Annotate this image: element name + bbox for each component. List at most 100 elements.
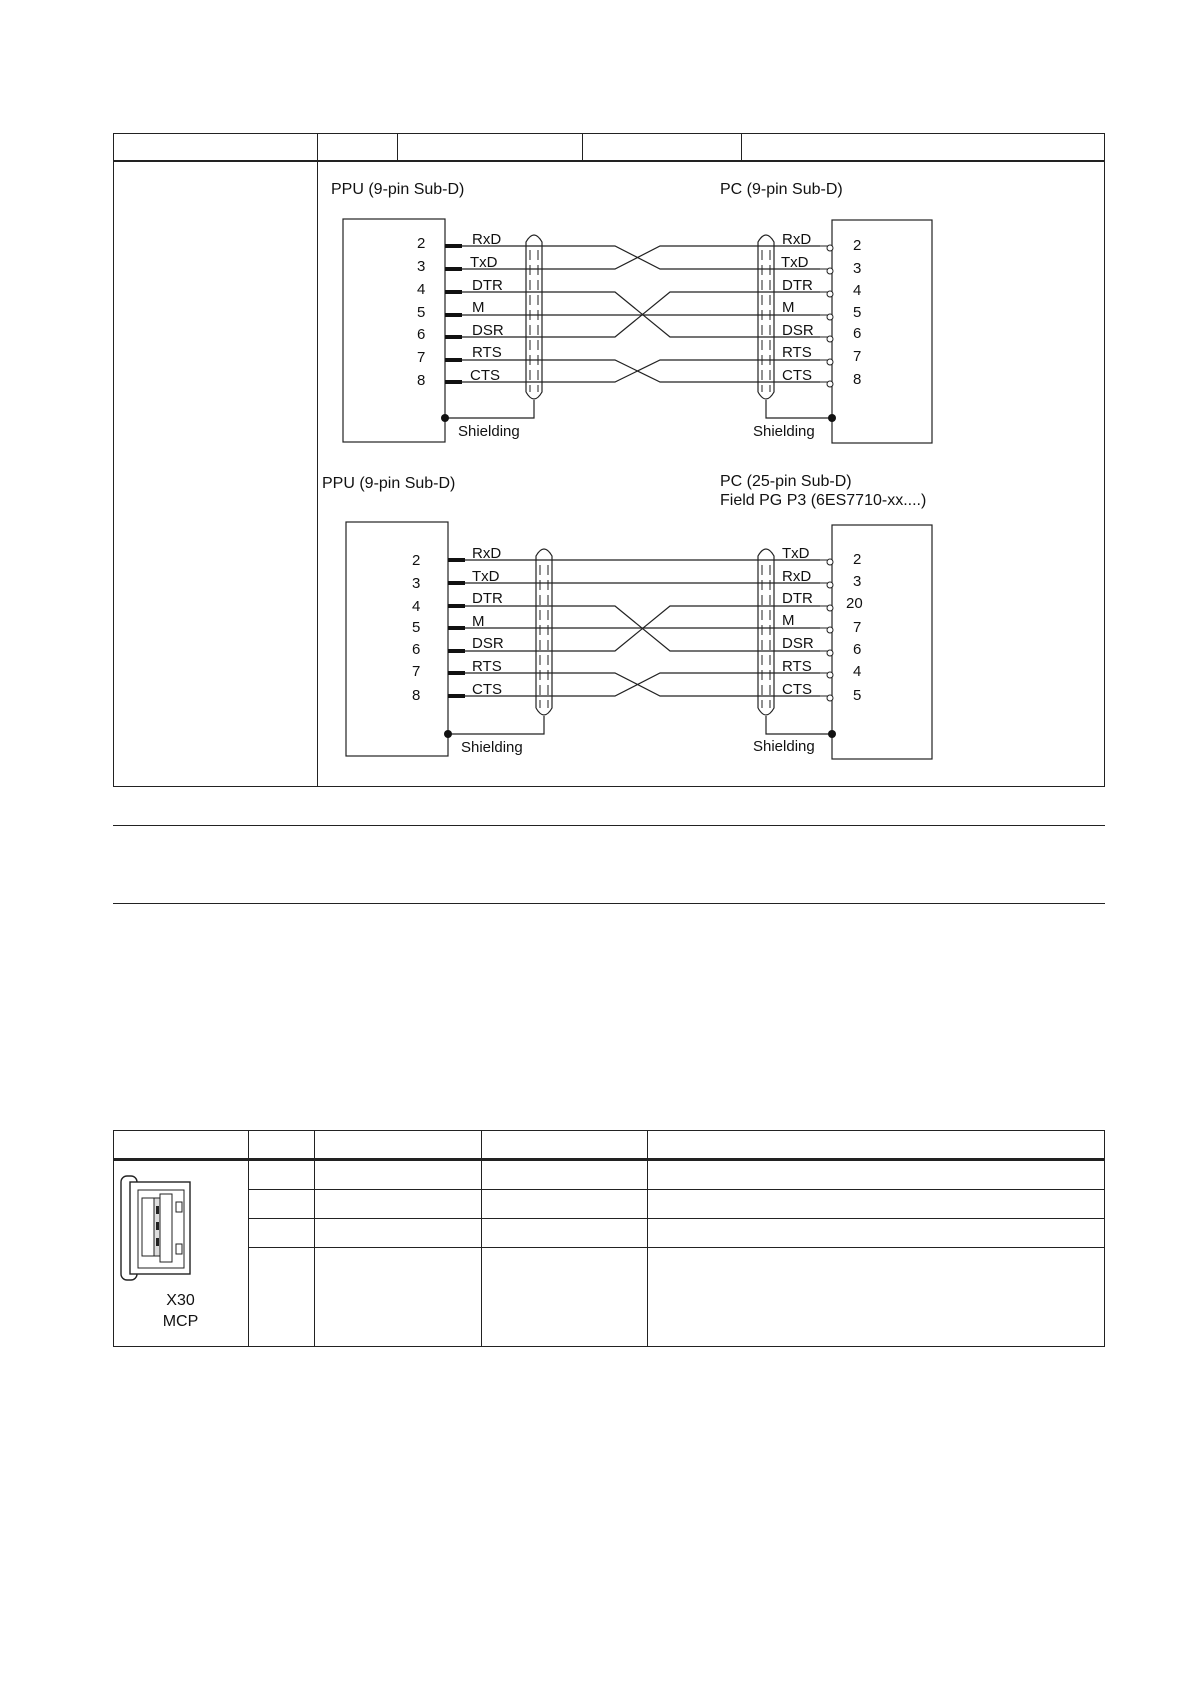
table1-col-divider (741, 133, 742, 161)
diagram1-shield-ground (445, 400, 832, 419)
table2-col-divider (314, 1130, 315, 1347)
signal-label: M (782, 612, 795, 629)
diagram1-shield-dashes (529, 250, 771, 392)
diagram2-right-pins: 2 3 20 7 6 4 5 (846, 551, 863, 704)
table2-col-divider (481, 1130, 482, 1347)
diagram2-left-pins: 2 3 4 5 6 7 8 (412, 552, 420, 704)
diagram2-right-terminals (820, 558, 834, 702)
diagram1-left-pins: 2 3 4 5 6 7 8 (417, 235, 425, 389)
diagram1-wires (462, 245, 820, 383)
signal-label: RxD (782, 231, 811, 248)
pin-label: 6 (853, 325, 861, 342)
table2-row-divider (248, 1218, 1105, 1219)
signal-label: DTR (782, 590, 813, 607)
pin-label: 5 (417, 304, 425, 321)
pin-label: 4 (853, 282, 861, 299)
signal-label: M (782, 299, 795, 316)
signal-label: RTS (782, 658, 812, 675)
diagram2-right-shield-label: Shielding (753, 738, 815, 755)
signal-label: RxD (782, 568, 811, 585)
table1-col-divider (397, 133, 398, 161)
diagram1-left-title: PPU (9-pin Sub-D) (331, 181, 464, 198)
table2-header-rule (113, 1158, 1105, 1161)
connector-label: X30 MCP (113, 1290, 248, 1332)
pin-label: 2 (412, 552, 420, 569)
wiring-diagrams: PPU (9-pin Sub-D) PC (9-pin Sub-D) 2 3 4… (322, 181, 933, 760)
signal-label: CTS (782, 367, 812, 384)
pin-label: 4 (853, 663, 861, 680)
signal-label: TxD (470, 254, 498, 271)
diagram2-right-signals: TxD RxD DTR M DSR RTS CTS (782, 545, 814, 698)
pin-label: 2 (853, 237, 861, 254)
signal-label: CTS (470, 367, 500, 384)
signal-label: RxD (472, 545, 501, 562)
diagram2-left-title: PPU (9-pin Sub-D) (322, 475, 455, 492)
diagram2-right-title-line1: PC (25-pin Sub-D) (720, 473, 852, 490)
signal-label: TxD (781, 254, 809, 271)
signal-label: RTS (782, 344, 812, 361)
signal-label: RTS (472, 658, 502, 675)
signal-label: DTR (782, 277, 813, 294)
pin-label: 6 (412, 641, 420, 658)
pin-label: 7 (417, 349, 425, 366)
pin-label: 3 (853, 573, 861, 590)
pin-label: 7 (853, 348, 861, 365)
signal-label: DSR (782, 322, 814, 339)
pin-label: 8 (853, 371, 861, 388)
diagram2-cable-shields (535, 548, 775, 716)
signal-label: RxD (472, 231, 501, 248)
signal-label: CTS (782, 681, 812, 698)
table1-col-divider (582, 133, 583, 161)
diagram2-right-ground-dot (828, 730, 836, 738)
signal-label: DSR (472, 322, 504, 339)
signal-label: TxD (472, 568, 500, 585)
diagram2-right-title-line2: Field PG P3 (6ES7710-xx....) (720, 492, 926, 509)
diagram2-shield-ground (448, 716, 832, 735)
diagram2-left-signals: RxD TxD DTR M DSR RTS CTS (472, 545, 504, 698)
table2-col-divider (248, 1130, 249, 1347)
signal-label: DTR (472, 590, 503, 607)
diagram1-left-connector-box (342, 218, 446, 443)
table2-row-divider (248, 1189, 1105, 1190)
diagram2-wires (465, 559, 820, 697)
pin-label: 20 (846, 595, 863, 612)
table2-row-divider (248, 1247, 1105, 1248)
diagram1-right-pins: 2 3 4 5 6 7 8 (853, 237, 861, 388)
diagram1-cable-shields (525, 234, 775, 400)
signal-label: RTS (472, 344, 502, 361)
diagram1-right-terminals (820, 244, 834, 388)
section-rule-top (113, 825, 1105, 826)
diagram1-left-pin-stubs (445, 244, 462, 384)
diagram1-right-title: PC (9-pin Sub-D) (720, 181, 843, 198)
diagram1-right-signals: RxD TxD DTR M DSR RTS CTS (781, 231, 814, 384)
pin-label: 3 (417, 258, 425, 275)
connector-name-line2: MCP (162, 1313, 199, 1330)
pin-label: 3 (853, 260, 861, 277)
diagram1-right-ground-dot (828, 414, 836, 422)
pin-label: 8 (417, 372, 425, 389)
diagram1-right-shield-label: Shielding (753, 423, 815, 440)
pin-label: 2 (417, 235, 425, 252)
section-rule-bottom (113, 903, 1105, 904)
diagram1-left-signals: RxD TxD DTR M DSR RTS CTS (470, 231, 504, 384)
diagram1-left-shield-label: Shielding (458, 423, 520, 440)
connector-name-line1: X30 (166, 1292, 195, 1309)
signal-label: M (472, 299, 485, 316)
pin-label: 8 (412, 687, 420, 704)
pin-label: 5 (412, 619, 420, 636)
usb-connector-icon (120, 1175, 191, 1281)
diagram2-left-shield-label: Shielding (461, 739, 523, 756)
diagram1-right-connector-box (831, 219, 933, 444)
signal-label: TxD (782, 545, 810, 562)
pin-label: 4 (412, 598, 420, 615)
interface-table-2 (113, 1130, 1105, 1347)
pin-label: 6 (417, 326, 425, 343)
pin-label: 5 (853, 687, 861, 704)
pin-label: 6 (853, 641, 861, 658)
diagram2-right-connector-box (831, 524, 933, 760)
diagram2-left-pin-stubs (448, 558, 465, 698)
table1-col-divider (317, 133, 318, 787)
signal-label: DSR (472, 635, 504, 652)
signal-label: DSR (782, 635, 814, 652)
signal-label: CTS (472, 681, 502, 698)
